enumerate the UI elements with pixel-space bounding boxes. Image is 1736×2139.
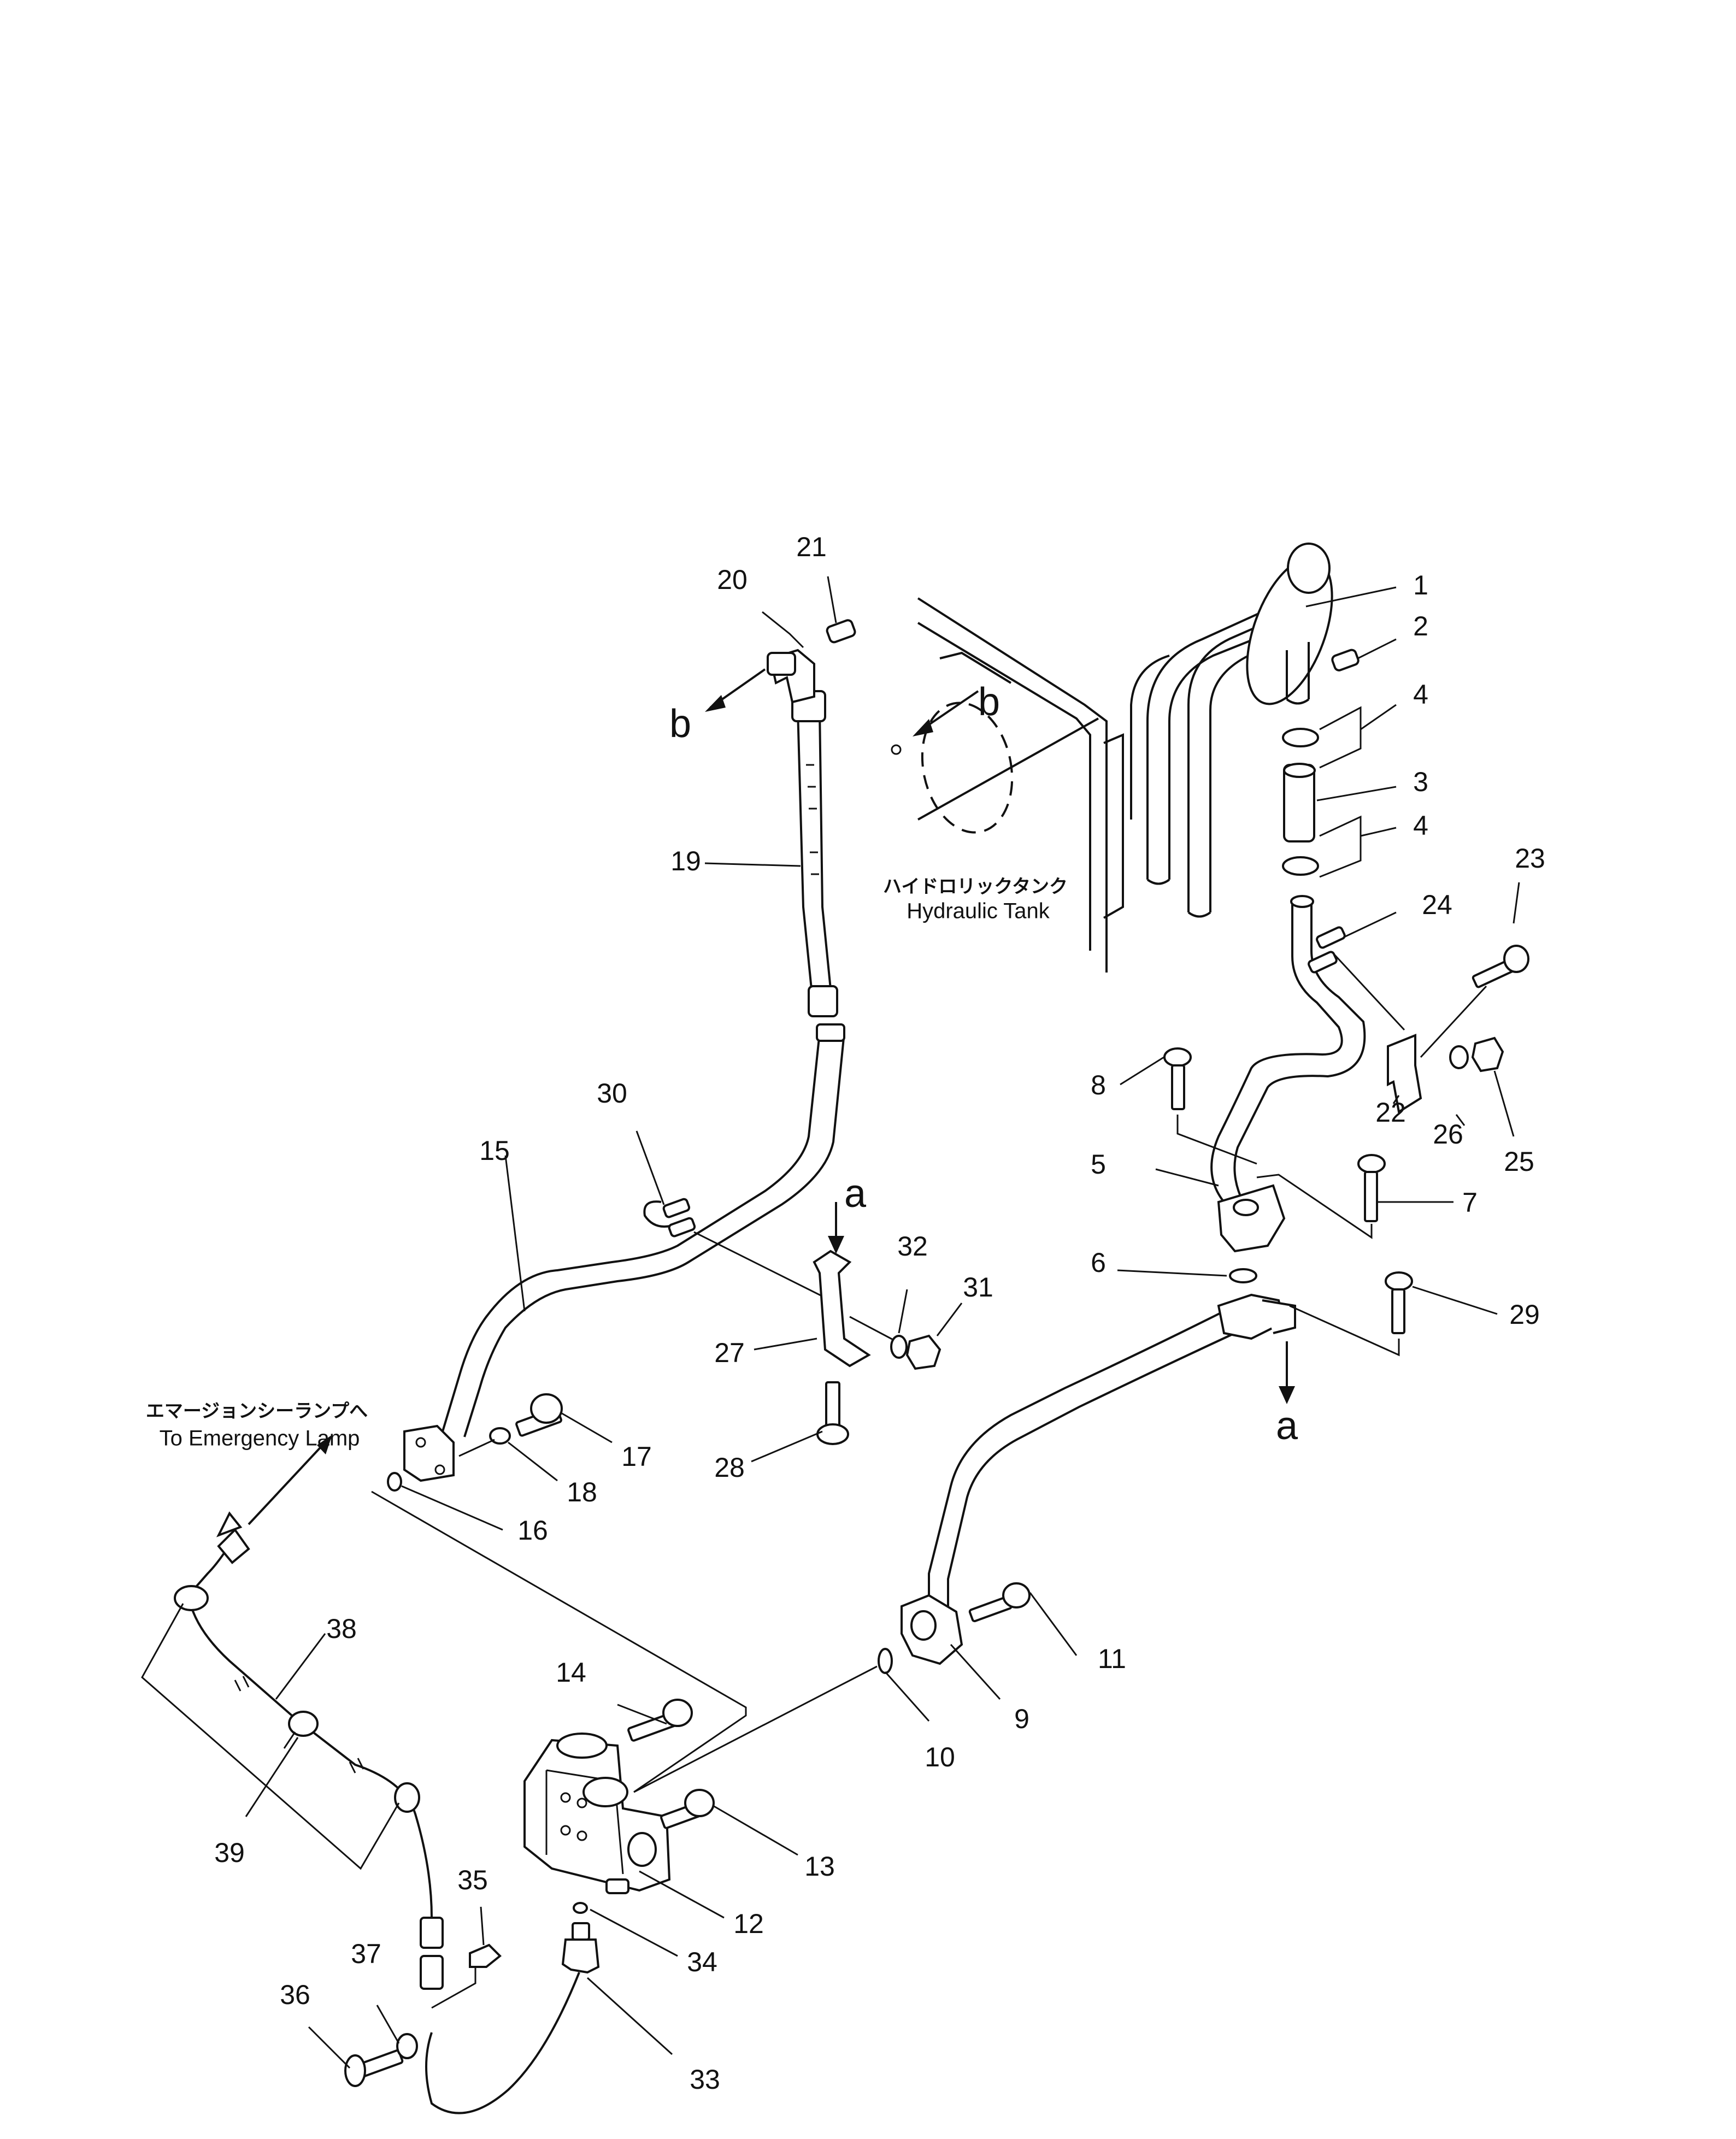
part-label-10: 10 [925, 1742, 955, 1772]
part-label-37: 37 [351, 1938, 381, 1969]
part-label-22: 22 [1375, 1097, 1406, 1128]
tank-suction-assembly [1130, 543, 1362, 918]
part-label-4-upper: 4 [1413, 679, 1428, 710]
bolt-7 [1256, 1154, 1386, 1239]
arrow-a-bottom [1279, 1341, 1295, 1404]
part-label-25: 25 [1504, 1146, 1534, 1177]
ref-letter-b-tank: b [978, 680, 1000, 724]
part-label-14: 14 [556, 1657, 586, 1688]
part-label-26: 26 [1433, 1119, 1463, 1150]
bolt-8 [1163, 1047, 1257, 1165]
part-label-8: 8 [1091, 1070, 1106, 1100]
part-label-9: 9 [1014, 1704, 1029, 1734]
lamp-label-english: To Emergency Lamp [160, 1427, 360, 1451]
part-label-16: 16 [517, 1515, 548, 1546]
bolt-17 [515, 1393, 563, 1437]
part-label-31: 31 [963, 1272, 993, 1303]
o-ring-16 [387, 1472, 402, 1492]
part-label-19: 19 [670, 846, 701, 876]
pipe-5 [1210, 895, 1366, 1253]
part-label-33: 33 [690, 2064, 720, 2095]
valve-block-12 [523, 1733, 671, 1894]
wire-harness-38 [141, 1511, 433, 1918]
part-label-23: 23 [1515, 843, 1545, 874]
part-label-34: 34 [687, 1947, 717, 1977]
part-label-18: 18 [567, 1477, 597, 1507]
arrow-b-tank [913, 690, 979, 736]
ref-letter-a-top: a [844, 1172, 867, 1216]
pipe-15 [403, 1032, 845, 1482]
leader-lines [245, 576, 1520, 2069]
part-label-11: 11 [1098, 1643, 1126, 1674]
part-label-17: 17 [621, 1441, 652, 1472]
part-label-7: 7 [1462, 1187, 1478, 1218]
ref-letter-b-left: b [669, 702, 691, 746]
bolt-14 [627, 1699, 693, 1742]
part-label-38: 38 [326, 1613, 357, 1644]
arrow-a-top [828, 1202, 844, 1254]
part-label-6: 6 [1091, 1247, 1106, 1278]
arrow-to-emergency-lamp [248, 1435, 332, 1525]
part-label-27: 27 [714, 1337, 745, 1368]
part-label-12: 12 [733, 1908, 764, 1939]
part-label-36: 36 [280, 1979, 310, 2010]
connector-pair [420, 1917, 444, 1990]
bracket-27 [813, 1250, 941, 1445]
part-label-13: 13 [804, 1851, 835, 1882]
tank-label-english: Hydraulic Tank [907, 899, 1050, 923]
tank-label-japanese: ハイドロリックタンク [883, 876, 1068, 897]
bolt-36 [344, 2049, 404, 2087]
part-label-21: 21 [796, 532, 827, 562]
part-label-2: 2 [1413, 611, 1428, 641]
clip-35 [469, 1943, 502, 1968]
o-ring-6 [1229, 1268, 1257, 1283]
part-label-15: 15 [479, 1135, 510, 1166]
part-label-30: 30 [597, 1078, 627, 1109]
hydraulic-tank-outline [891, 597, 1124, 973]
o-ring-34 [573, 1902, 588, 1914]
part-label-29: 29 [1509, 1299, 1540, 1330]
arrow-b-left [705, 668, 766, 712]
part-label-28: 28 [714, 1452, 745, 1483]
bolt-13 [660, 1789, 715, 1829]
part-label-4-lower: 4 [1413, 810, 1428, 841]
bracket-22-assembly [1332, 945, 1529, 1114]
ref-letter-a-bottom: a [1276, 1404, 1298, 1448]
lamp-label-japanese: エマージョンシーランプへ [146, 1401, 368, 1422]
washer-18 [489, 1427, 511, 1445]
part-label-1: 1 [1413, 570, 1428, 600]
pipe-9 [633, 1271, 1413, 1793]
elbow-20 [767, 649, 815, 704]
part-label-20: 20 [717, 564, 748, 595]
part-label-35: 35 [457, 1865, 488, 1895]
part-label-32: 32 [897, 1231, 928, 1262]
pressure-switch-33 [425, 1922, 600, 2114]
part-label-24: 24 [1422, 889, 1452, 920]
washer-37 [396, 2033, 418, 2059]
u-bolt-30 [643, 1198, 831, 1301]
part-label-3: 3 [1413, 767, 1428, 797]
part-label-39: 39 [214, 1837, 245, 1868]
nipple-21 [826, 619, 856, 644]
part-number-labels: 1 2 3 4 4 5 6 7 8 9 10 11 12 13 14 15 16… [214, 532, 1545, 2095]
part-label-5: 5 [1091, 1149, 1106, 1180]
